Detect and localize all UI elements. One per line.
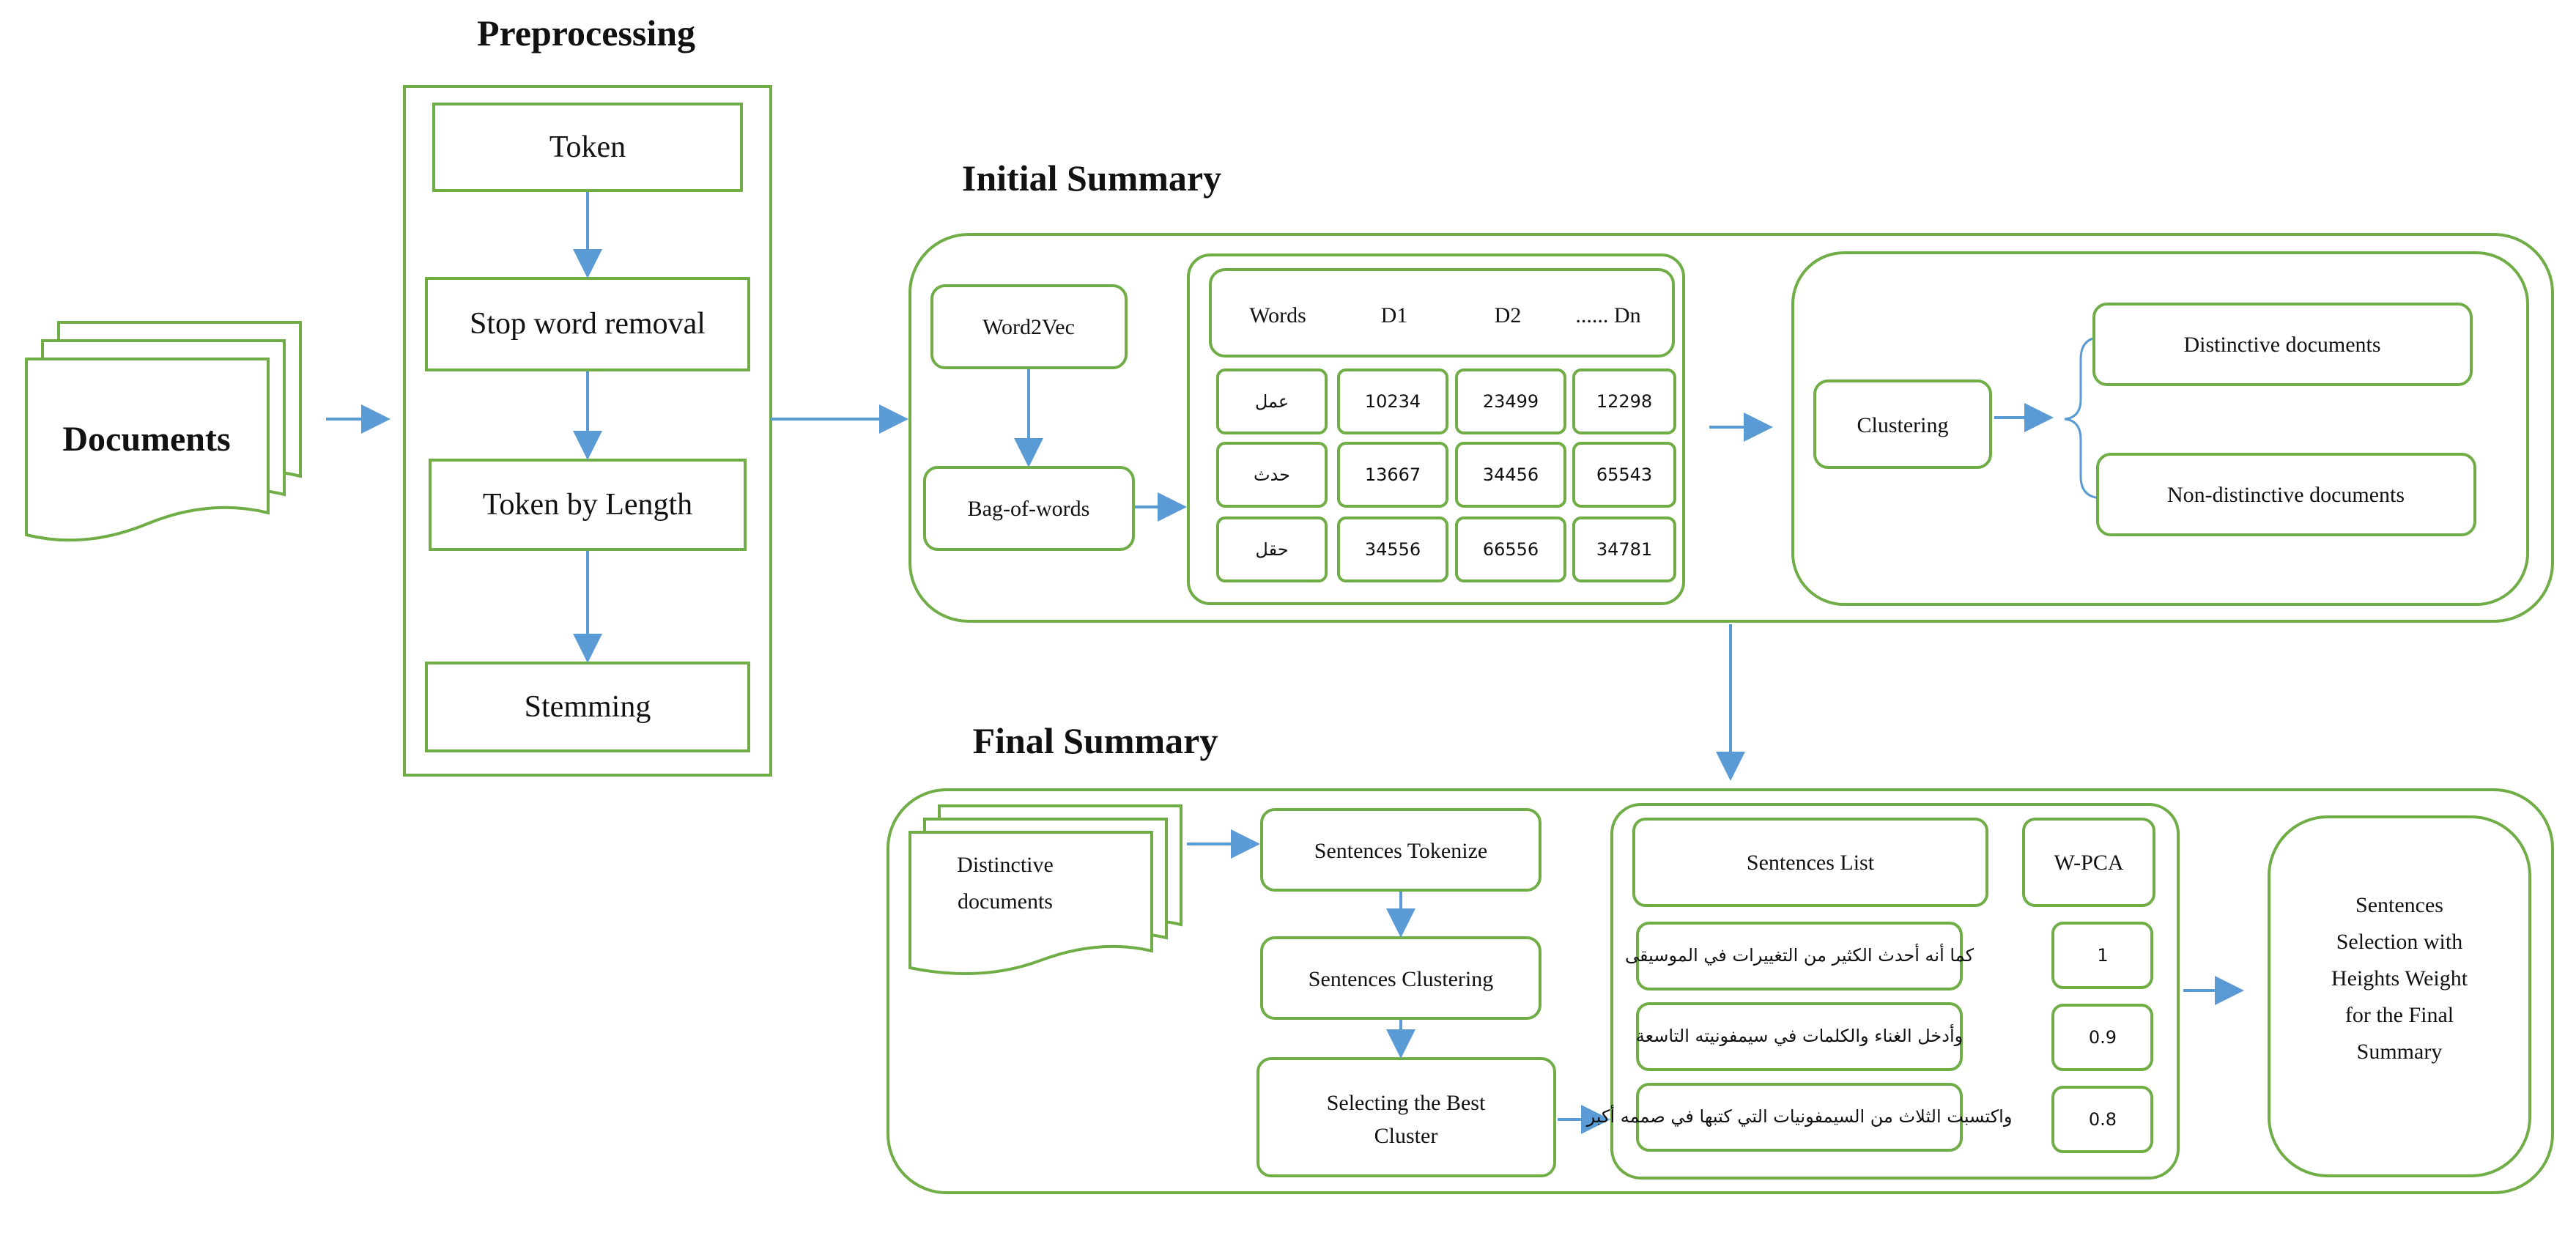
distinctive-documents-box [2092, 303, 2473, 386]
matrix-cell [1216, 516, 1328, 582]
sentences-tokenize-box [1260, 808, 1541, 892]
matrix-cell [1455, 516, 1566, 582]
distinctive-docs-line1: Distinctive [957, 853, 1054, 877]
step-stemming [425, 662, 750, 752]
step-stop-word-removal-label: Stop word removal [470, 307, 706, 341]
step-token [432, 103, 743, 192]
selecting-best-cluster-line1: Selecting the Best [1327, 1091, 1486, 1115]
step-stop-word-removal [425, 277, 750, 371]
wpca-header-label: W-PCA [2054, 851, 2123, 875]
preprocessing-title: Preprocessing [477, 12, 695, 53]
step-token-by-length [429, 459, 747, 551]
clustering-label: Clustering [1857, 413, 1949, 437]
sentences-list-header-label: Sentences List [1747, 851, 1875, 875]
selection-line4: for the Final [2345, 1003, 2454, 1027]
matrix-value: 34781 [1596, 539, 1652, 560]
sentences-list-header [1632, 818, 1988, 907]
selecting-best-cluster-box [1256, 1057, 1556, 1177]
word2vec-label: Word2Vec [982, 315, 1075, 339]
documents-label: Documents [62, 420, 230, 459]
sentence-text: واكتسبت الثلاث من السيمفونيات التي كتبها… [1586, 1105, 2013, 1127]
weight-cell [2051, 1004, 2153, 1071]
step-token-label: Token [549, 130, 626, 164]
matrix-value: 34556 [1365, 539, 1421, 560]
weight-value: 0.9 [2089, 1027, 2117, 1048]
matrix-cell [1337, 442, 1448, 508]
matrix-value: 10234 [1365, 391, 1421, 412]
matrix-header-d1: D1 [1381, 303, 1408, 327]
matrix-value: 12298 [1596, 391, 1652, 412]
weight-value: 0.8 [2089, 1109, 2117, 1130]
matrix-value: 23499 [1483, 391, 1539, 412]
sentence-text: كما أنه أحدث الكثير من التغييرات في المو… [1625, 944, 1974, 966]
word2vec-box [930, 284, 1128, 369]
sentence-row [1636, 922, 1963, 991]
selection-box [2268, 815, 2531, 1177]
matrix-cell [1337, 369, 1448, 434]
distinctive-documents-label: Distinctive documents [2183, 333, 2380, 357]
bag-of-words-box [923, 466, 1135, 551]
matrix-value: 13667 [1365, 464, 1421, 485]
initial-summary-title: Initial Summary [962, 158, 1221, 199]
clustering-box [1813, 379, 1992, 469]
sentence-row [1636, 1002, 1963, 1071]
distinctive-docs-line2: documents [958, 889, 1053, 914]
matrix-word: حقل [1255, 539, 1288, 560]
matrix-cell [1572, 369, 1676, 434]
matrix-value: 65543 [1596, 464, 1652, 485]
documents-stack: Documents [25, 321, 302, 542]
final-summary-title: Final Summary [973, 720, 1218, 761]
matrix-header-words: Words [1249, 303, 1306, 327]
weight-value: 1 [2097, 945, 2108, 966]
matrix-header-dn: ...... Dn [1575, 303, 1640, 327]
matrix-value: 34456 [1483, 464, 1539, 485]
wpca-header [2022, 818, 2155, 907]
selecting-best-cluster-line2: Cluster [1374, 1124, 1438, 1148]
matrix-value: 66556 [1483, 539, 1539, 560]
matrix-header-d2: D2 [1495, 303, 1522, 327]
non-distinctive-documents-box [2096, 453, 2476, 536]
step-token-by-length-label: Token by Length [483, 488, 692, 522]
output-brace [2064, 336, 2103, 500]
step-stemming-label: Stemming [525, 690, 651, 724]
matrix-word: عمل [1255, 391, 1289, 412]
selection-line5: Summary [2357, 1040, 2443, 1064]
matrix-cell [1216, 369, 1328, 434]
matrix-cell [1572, 516, 1676, 582]
sentences-clustering-label: Sentences Clustering [1309, 967, 1493, 991]
bag-of-words-label: Bag-of-words [968, 497, 1090, 521]
matrix-word: حدث [1254, 464, 1290, 485]
matrix-cell [1216, 442, 1328, 508]
sentence-row [1636, 1083, 1963, 1152]
matrix-cell [1337, 516, 1448, 582]
matrix-cell [1455, 442, 1566, 508]
distinctive-documents-stack: Distinctive documents [908, 804, 1182, 975]
sentences-clustering-box [1260, 936, 1541, 1020]
sentence-text: وأدخل الغناء والكلمات في سيمفونيته التاس… [1636, 1024, 1963, 1046]
non-distinctive-documents-label: Non-distinctive documents [2167, 483, 2405, 507]
selection-line1: Sentences [2355, 893, 2443, 917]
term-matrix-header [1209, 268, 1675, 358]
selection-line2: Selection with [2336, 930, 2462, 954]
selection-line3: Heights Weight [2331, 966, 2468, 991]
matrix-cell [1572, 442, 1676, 508]
weight-cell [2051, 1086, 2153, 1153]
matrix-cell [1455, 369, 1566, 434]
sentences-tokenize-label: Sentences Tokenize [1314, 839, 1487, 863]
weight-cell [2051, 922, 2153, 989]
